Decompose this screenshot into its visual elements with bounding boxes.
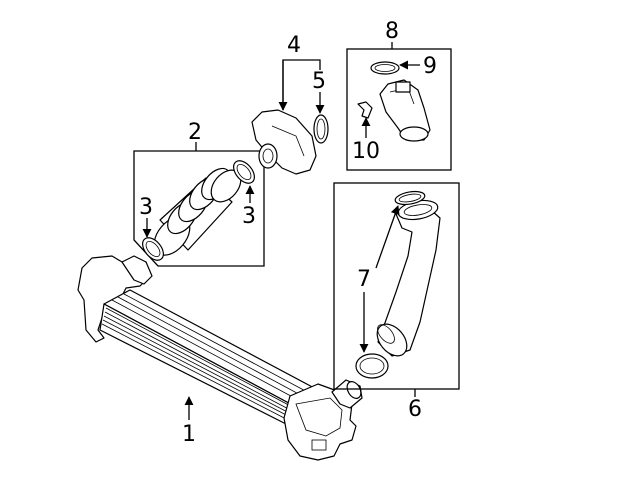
seal-ring-lower: [142, 237, 164, 261]
group-box-8: [346, 48, 452, 171]
callout-9: 9: [423, 54, 437, 79]
callout-1: 1: [182, 422, 196, 447]
callout-4: 4: [287, 33, 301, 58]
seal-ring-7-upper: [394, 190, 426, 206]
outlet-housing: [379, 79, 431, 142]
callout-10: 10: [352, 139, 380, 164]
callout-3-right: 3: [242, 204, 256, 229]
charge-air-hose: [376, 199, 441, 357]
callout-3-left: 3: [139, 195, 153, 220]
intercooler: [77, 255, 363, 461]
callout-7: 7: [357, 267, 371, 292]
intercooler-fins: [101, 293, 314, 423]
callout-6: 6: [408, 397, 422, 422]
clip-10: [357, 101, 373, 119]
callout-5: 5: [312, 69, 326, 94]
group-box-6: [333, 182, 460, 390]
intake-hose: [153, 167, 242, 256]
callout-8: 8: [385, 19, 399, 44]
seal-ring-upper: [233, 160, 255, 184]
callout-2: 2: [188, 120, 202, 145]
group-box-2: [133, 150, 265, 267]
o-ring-9: [370, 61, 400, 75]
pipe-flange: [251, 109, 317, 175]
leader-lines: [142, 42, 420, 420]
o-ring-5: [313, 114, 329, 144]
